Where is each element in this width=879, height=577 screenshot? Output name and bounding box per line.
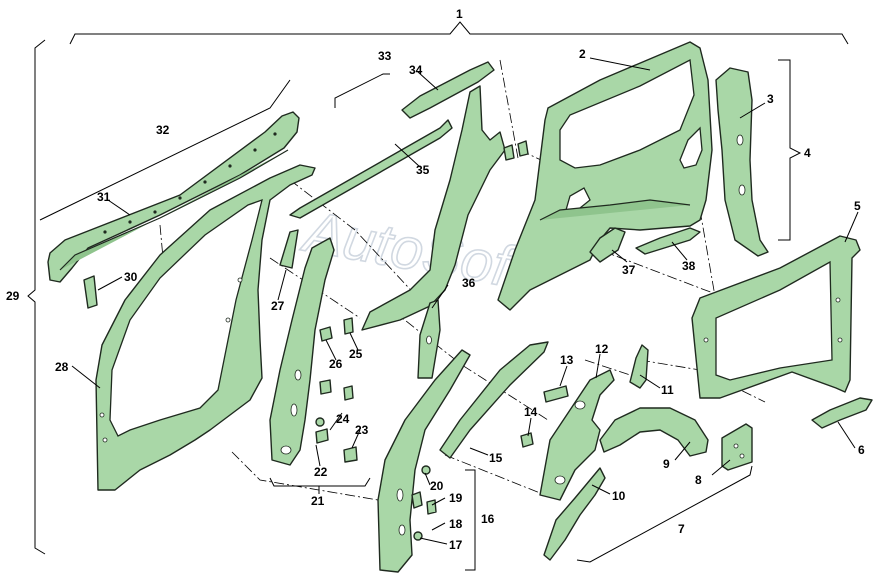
callout-2: 2 (579, 47, 586, 61)
center-pillar (361, 85, 506, 379)
callout-32: 32 (156, 123, 170, 137)
clip-parts (315, 317, 358, 463)
part-37-fuel-door (589, 227, 626, 263)
leader-lines (71, 57, 859, 545)
callout-12: 12 (595, 342, 609, 356)
callout-13: 13 (560, 353, 574, 367)
callout-4: 4 (804, 146, 811, 160)
callout-29: 29 (6, 289, 20, 303)
callout-22: 22 (314, 465, 328, 479)
part-12-holes (554, 400, 586, 485)
callout-11: 11 (661, 383, 674, 397)
callout-26: 26 (329, 357, 343, 371)
callout-25: 25 (349, 347, 363, 361)
part-10-arch-strip (543, 467, 606, 561)
callout-20: 20 (430, 479, 444, 493)
callout-28: 28 (55, 360, 69, 374)
callout-16: 16 (481, 512, 495, 526)
callout-15: 15 (489, 451, 503, 465)
callout-23: 23 (355, 423, 369, 437)
quarter-panel-outer (497, 41, 713, 311)
part-15-strip (439, 341, 549, 459)
callout-38: 38 (682, 259, 696, 273)
callout-27: 27 (271, 299, 285, 313)
callout-labels: 1 2 3 4 5 6 7 8 9 10 11 12 13 14 15 16 1… (6, 7, 865, 552)
part-30-bracket (83, 275, 98, 309)
front-door-aperture-frame (95, 164, 316, 491)
callout-17: 17 (449, 538, 463, 552)
callout-35: 35 (416, 163, 430, 177)
clip-near-rail (503, 144, 515, 161)
brackets (27, 21, 849, 571)
callout-14: 14 (524, 405, 538, 419)
callout-34: 34 (409, 63, 423, 77)
b-pillar-inner (269, 237, 335, 466)
callout-31: 31 (97, 190, 111, 204)
callout-9: 9 (663, 457, 670, 471)
callout-36: 36 (462, 276, 476, 290)
callout-8: 8 (695, 473, 702, 487)
callout-3: 3 (767, 92, 774, 106)
callout-10: 10 (612, 489, 626, 503)
part-8-plate (721, 423, 753, 471)
part-38-strip (635, 227, 701, 255)
callout-7: 7 (678, 522, 685, 536)
callout-37: 37 (622, 263, 636, 277)
callout-33: 33 (378, 49, 392, 63)
part-13-clip (543, 385, 569, 403)
upper-roof-rail (289, 61, 495, 219)
part-14-clip (520, 432, 534, 448)
part-27-strip (279, 229, 299, 269)
callout-19: 19 (449, 491, 463, 505)
callout-24: 24 (336, 412, 350, 426)
callout-30: 30 (124, 270, 138, 284)
part-6-sill (811, 397, 873, 429)
callout-6: 6 (858, 443, 865, 457)
part-11-bracket (629, 344, 649, 389)
rear-door-aperture-frame (691, 235, 861, 399)
part-12-arch-panel (539, 369, 615, 501)
rear-d-pillar (715, 67, 769, 257)
clip-near-rail-2 (517, 140, 529, 157)
callout-1: 1 (456, 7, 463, 21)
part-9-wheel-housing (599, 407, 709, 457)
callout-18: 18 (449, 517, 463, 531)
a-pillar-lower (377, 349, 471, 573)
roof-side-rail (47, 111, 300, 283)
callout-5: 5 (854, 199, 861, 213)
callout-21: 21 (311, 494, 325, 508)
